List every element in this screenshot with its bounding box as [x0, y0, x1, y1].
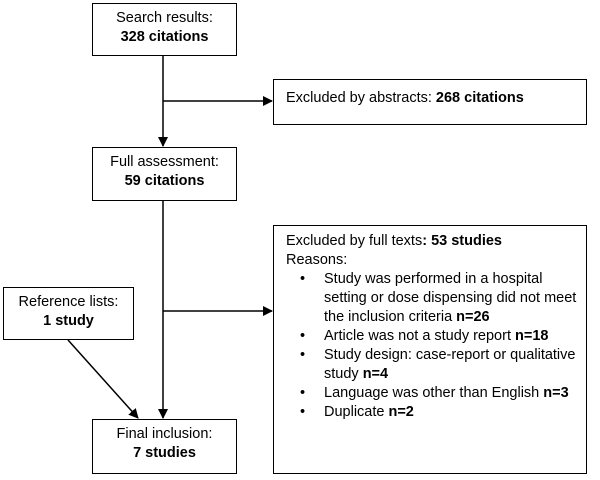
bullet-icon: • [300, 271, 306, 287]
final-inclusion-title: Final inclusion: [116, 426, 213, 442]
arrow-reference-to-final [67, 339, 139, 419]
final-inclusion-count: 7 studies [133, 445, 196, 461]
reason-item: • Language was other than English n=3 [286, 384, 580, 403]
excluded-full-texts-box: Excluded by full texts: 53 studies Reaso… [273, 225, 587, 474]
final-inclusion-box: Final inclusion: 7 studies [92, 419, 237, 474]
reasons-label: Reasons: [286, 252, 348, 268]
excluded-full-count: : 53 studies [422, 233, 502, 249]
search-results-box: Search results: 328 citations [92, 3, 237, 56]
bullet-icon: • [300, 404, 306, 420]
reason-text: Study design: case-report or qualitative… [324, 347, 576, 382]
full-assessment-count: 59 citations [124, 173, 205, 189]
bullet-icon: • [300, 385, 306, 401]
excluded-abstracts-label: Excluded by abstracts: [286, 90, 436, 106]
reason-text: Study was performed in a hospital settin… [324, 271, 577, 325]
reason-count: n=18 [515, 328, 549, 344]
excluded-abstracts-box: Excluded by abstracts: 268 citations [273, 79, 587, 125]
reason-count: n=2 [388, 404, 414, 420]
reference-lists-box: Reference lists: 1 study [3, 287, 134, 340]
full-assessment-title: Full assessment: [110, 154, 219, 170]
full-assessment-box: Full assessment: 59 citations [92, 147, 237, 201]
reason-item: • Study design: case-report or qualitativ… [286, 346, 580, 384]
search-results-title: Search results: [116, 10, 213, 26]
search-results-count: 328 citations [120, 29, 209, 45]
bullet-icon: • [300, 328, 306, 344]
reason-text: Duplicate [324, 404, 389, 420]
reason-item: • Duplicate n=2 [286, 403, 580, 422]
reason-count: n=4 [362, 366, 389, 382]
reference-lists-count: 1 study [43, 313, 94, 329]
reason-text: Article was not a study report [324, 328, 515, 344]
reasons-list: • Study was performed in a hospital setti… [286, 270, 580, 422]
bullet-icon: • [300, 347, 306, 363]
reason-item: • Article was not a study report n=18 [286, 327, 580, 346]
reference-lists-title: Reference lists: [18, 294, 119, 310]
reason-count: n=3 [543, 385, 569, 401]
excluded-abstracts-count: 268 citations [435, 90, 524, 106]
excluded-full-label: Excluded by full texts [286, 233, 423, 249]
reason-text: Language was other than English [324, 385, 544, 401]
reason-count: n=26 [456, 309, 490, 325]
reason-item: • Study was performed in a hospital setti… [286, 270, 580, 327]
